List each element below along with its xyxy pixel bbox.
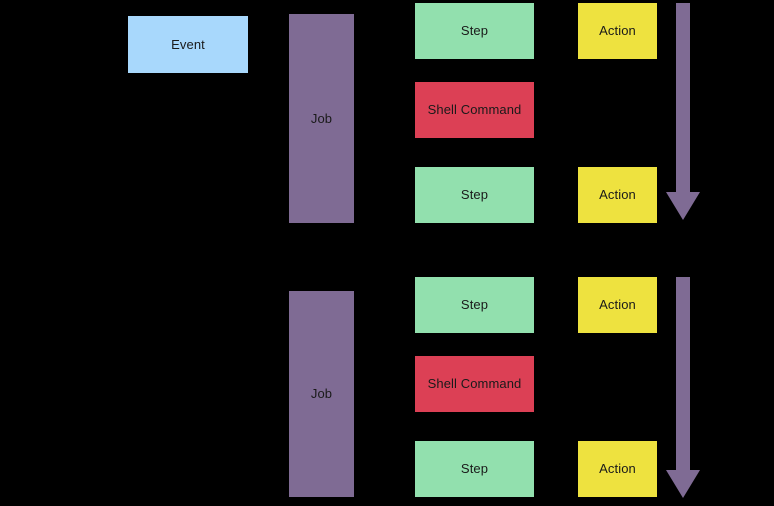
node-label-action-1: Action (599, 23, 636, 39)
node-shell-command-1[interactable]: Shell Command (415, 82, 534, 138)
node-label-step-2: Step (460, 187, 489, 203)
node-action-3[interactable]: Action (578, 277, 657, 333)
node-label-action-2: Action (599, 187, 636, 203)
node-action-4[interactable]: Action (578, 441, 657, 497)
node-action-1[interactable]: Action (578, 3, 657, 59)
node-action-2[interactable]: Action (578, 167, 657, 223)
node-label-action-4: Action (599, 461, 636, 477)
node-step-4[interactable]: Step (415, 441, 534, 497)
node-label-step-4: Step (460, 461, 489, 477)
node-job-1[interactable]: Job (289, 14, 354, 223)
node-label-job-2: Job (310, 386, 333, 402)
node-shell-command-2[interactable]: Shell Command (415, 356, 534, 412)
node-step-3[interactable]: Step (415, 277, 534, 333)
flow-arrow-top-icon (666, 3, 700, 220)
node-label-step-1: Step (460, 23, 489, 39)
node-label-step-3: Step (460, 297, 489, 313)
node-label-shell-command-2: Shell Command (427, 376, 522, 392)
node-step-1[interactable]: Step (415, 3, 534, 59)
node-event-1[interactable]: Event (128, 16, 248, 73)
flow-arrow-bottom-icon (666, 277, 700, 498)
node-label-job-1: Job (310, 110, 333, 126)
node-job-2[interactable]: Job (289, 291, 354, 497)
node-label-shell-command-1: Shell Command (427, 102, 522, 118)
node-label-action-3: Action (599, 297, 636, 313)
node-step-2[interactable]: Step (415, 167, 534, 223)
node-label-event-1: Event (171, 36, 205, 52)
